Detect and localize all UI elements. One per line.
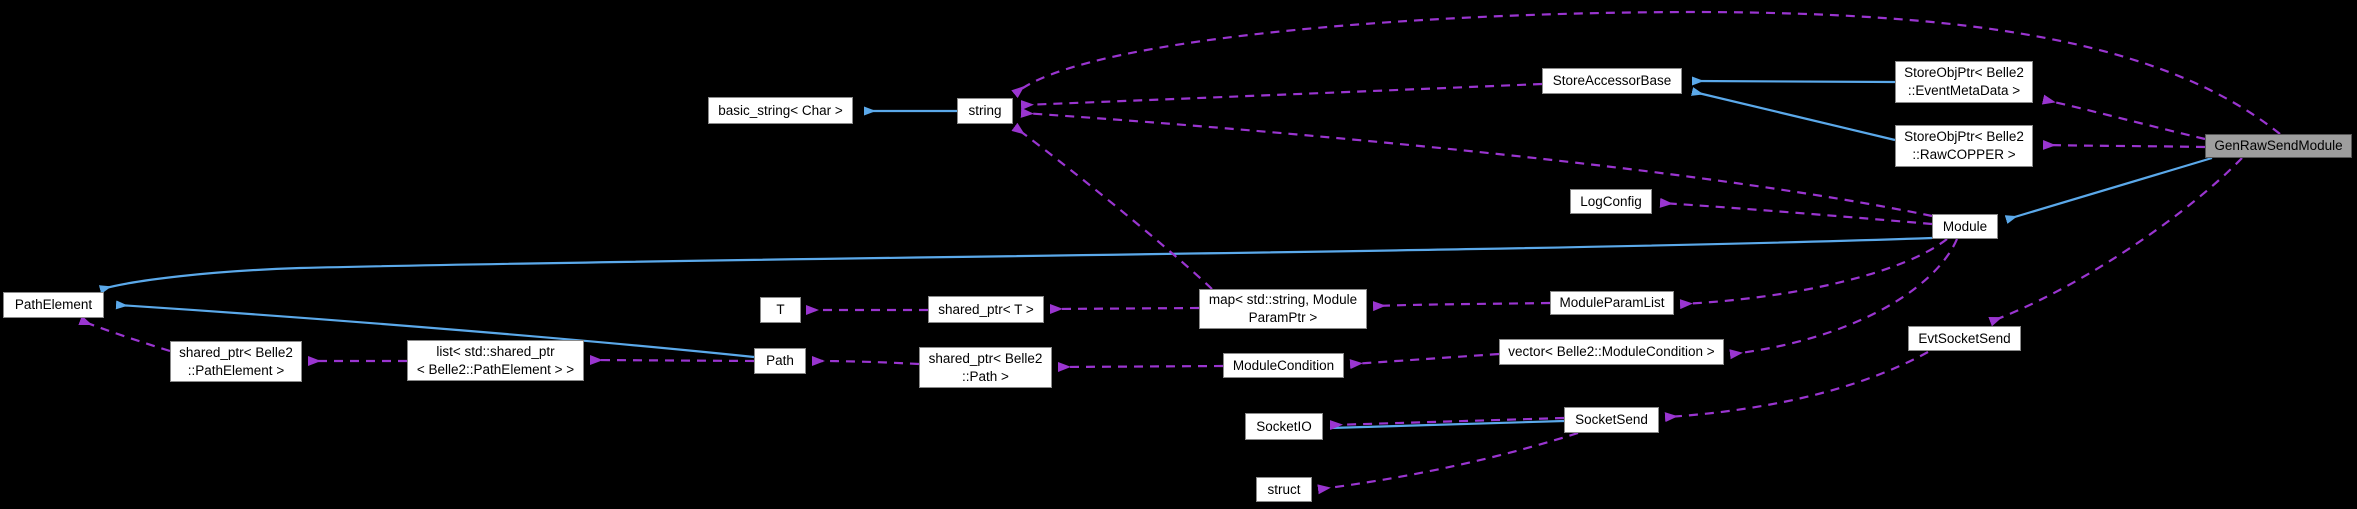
edge-storeobjptr_eventmetadata-to-store_accessor_base [1691,76,1896,86]
edge-gen_raw_send_module-to-evt_socket_send [1988,157,2243,327]
node-module[interactable]: Module [1932,214,1998,239]
node-path[interactable]: Path [754,348,806,374]
edge-evt_socket_send-to-socket_send [1664,351,1929,423]
edge-socket_send-to-struct [1317,431,1579,495]
edge-gen_raw_send_module-to-storeobjptr_rawcopper [2042,139,2206,150]
node-shared-ptr-path[interactable]: shared_ptr< Belle2 ::Path > [919,347,1052,388]
edge-socket_send-to-socket_io [1329,416,1565,431]
edge-socket_send-to-socket_io-inherit [1329,419,1565,430]
node-socket-io[interactable]: SocketIO [1245,413,1323,440]
node-shared-ptr-path-element[interactable]: shared_ptr< Belle2 ::PathElement > [170,341,302,382]
edge-module-to-module_param_list [1679,238,1948,310]
edge-module_condition-to-shared_ptr_path [1057,362,1224,373]
edge-vector_module_condition-to-module_condition [1349,352,1500,370]
edge-gen_raw_send_module-to-module [2004,156,2213,224]
edge-path-to-path_element [115,300,755,359]
edge-path-to-list_shared_ptr_path_element [589,354,755,365]
node-store-accessor-base[interactable]: StoreAccessorBase [1542,68,1682,94]
node-module-condition[interactable]: ModuleCondition [1223,353,1344,378]
edge-module-to-vector_module_condition [1729,238,1959,360]
node-path-element[interactable]: PathElement [3,292,104,318]
node-evt-socket-send[interactable]: EvtSocketSend [1908,326,2021,351]
node-basic-string[interactable]: basic_string< Char > [708,97,853,124]
node-list-shared-ptr-path-element[interactable]: list< std::shared_ptr < Belle2::PathElem… [407,340,584,381]
node-t[interactable]: T [760,297,801,323]
edge-module-to-log_config [1659,197,1933,226]
node-shared-ptr-t[interactable]: shared_ptr< T > [928,296,1044,323]
node-struct[interactable]: struct [1256,477,1312,502]
edge-shared_ptr_path_element-to-path_element [78,315,171,353]
edge-gen_raw_send_module-to-string [1011,10,2281,135]
node-map-string-moduleparamptr[interactable]: map< std::string, Module ParamPtr > [1199,289,1367,329]
edge-map_module_param-to-shared_ptr_t [1049,304,1200,315]
edge-shared_ptr_path-to-path [811,355,920,366]
node-gen-raw-send-module: GenRawSendModule [2205,134,2352,158]
node-vector-module-condition[interactable]: vector< Belle2::ModuleCondition > [1499,339,1724,365]
node-storeobjptr-rawcopper[interactable]: StoreObjPtr< Belle2 ::RawCOPPER > [1895,125,2033,167]
node-storeobjptr-eventmetadata[interactable]: StoreObjPtr< Belle2 ::EventMetaData > [1895,61,2033,103]
edge-module-to-string [1020,107,1933,218]
node-module-param-list[interactable]: ModuleParamList [1550,291,1674,315]
edge-gen_raw_send_module-to-storeobjptr_eventmetadata [2041,94,2206,141]
edge-module-to-path_element [98,236,1933,294]
node-log-config[interactable]: LogConfig [1570,189,1652,214]
edge-storeobjptr_rawcopper-to-store_accessor_base [1691,87,1896,142]
edge-module_param_list-to-map_module_param [1372,301,1551,312]
node-string[interactable]: string [957,98,1013,124]
node-socket-send[interactable]: SocketSend [1564,407,1659,433]
edge-map_module_param-to-string [1011,122,1213,290]
edge-store_accessor_base-to-string [1020,82,1543,111]
